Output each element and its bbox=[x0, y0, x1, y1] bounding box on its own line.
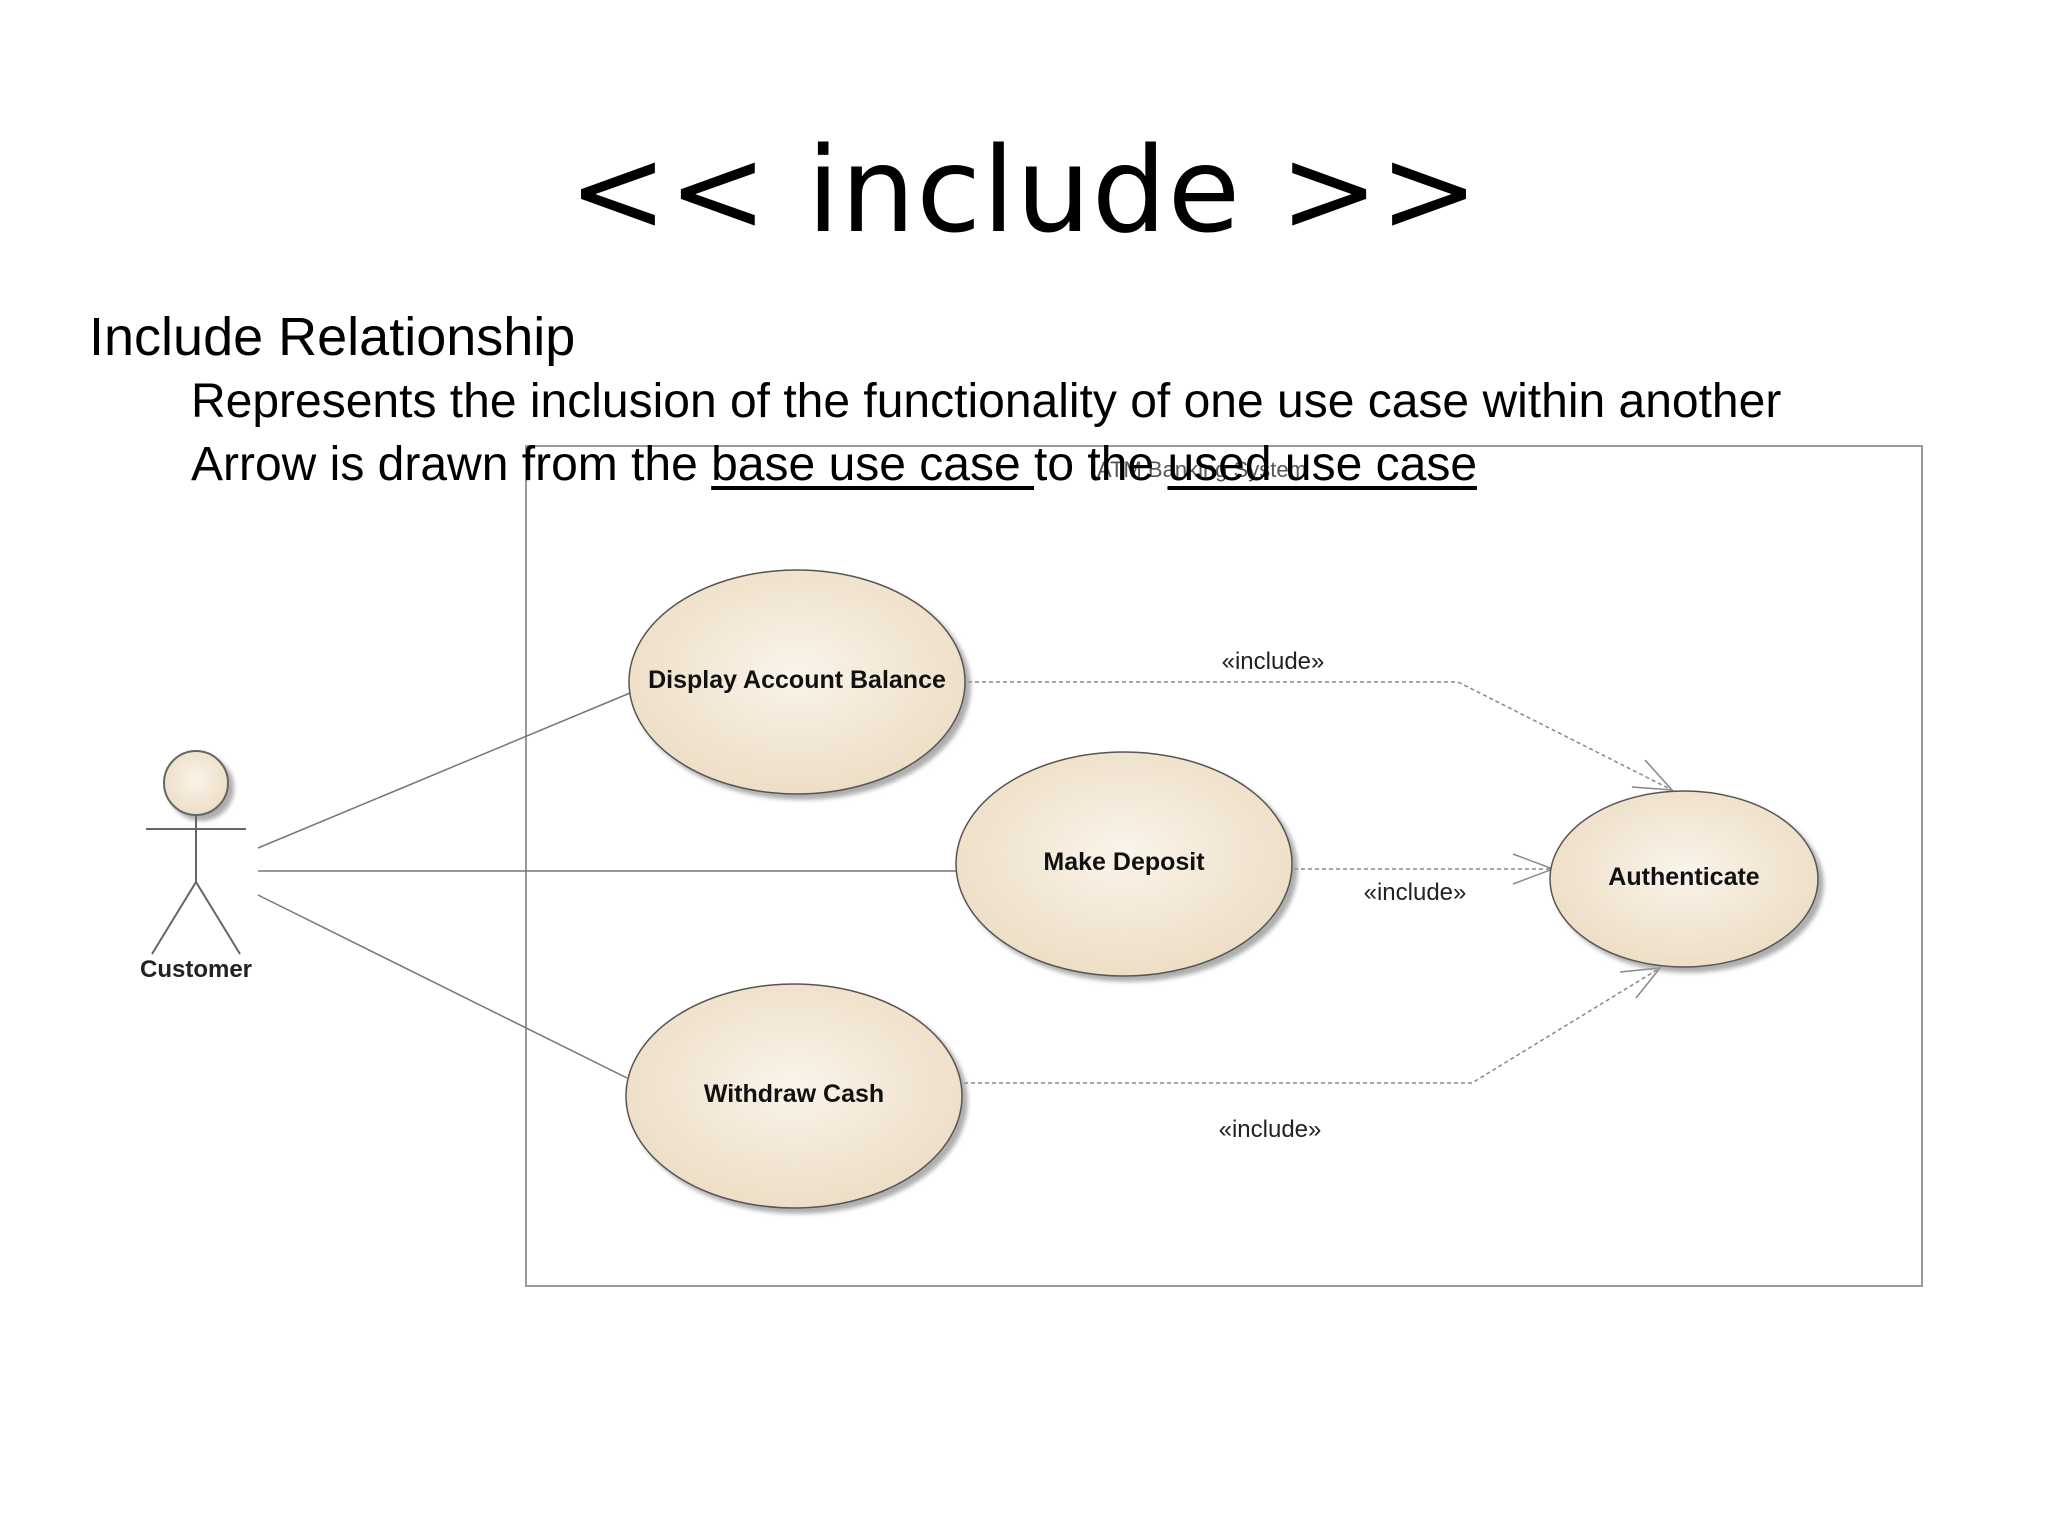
include-arrowhead-display bbox=[1631, 759, 1674, 791]
bullet-text: Arrow is drawn from the bbox=[191, 438, 712, 491]
use-case-make-deposit[interactable]: Make Deposit bbox=[955, 751, 1293, 977]
include-label-display: «include» bbox=[1222, 648, 1325, 675]
actor-customer[interactable] bbox=[146, 750, 246, 955]
use-case-label: Authenticate bbox=[1608, 863, 1760, 891]
bullet-arrow-direction: Arrow is drawn from the base use case to… bbox=[191, 437, 1477, 493]
include-label-deposit: «include» bbox=[1364, 879, 1467, 906]
section-heading: Include Relationship bbox=[89, 307, 576, 367]
bullet-definition: Represents the inclusion of the function… bbox=[191, 375, 1782, 428]
system-boundary-label: ATM Banking System bbox=[1097, 457, 1307, 482]
slide-title: << include >> bbox=[568, 121, 1480, 259]
include-label-withdraw: «include» bbox=[1219, 1116, 1322, 1143]
system-boundary bbox=[525, 445, 1923, 1287]
include-arrow-withdraw bbox=[964, 967, 1661, 1084]
association-display bbox=[257, 692, 631, 849]
used-use-case-term: used use case bbox=[1167, 438, 1478, 491]
use-case-display-account-balance[interactable]: Display Account Balance bbox=[628, 569, 966, 795]
bullet-text: to the bbox=[1034, 438, 1168, 491]
use-case-authenticate[interactable]: Authenticate bbox=[1549, 790, 1819, 968]
base-use-case-term: base use case bbox=[711, 438, 1035, 491]
use-case-label: Make Deposit bbox=[1043, 848, 1205, 876]
use-case-label: Display Account Balance bbox=[648, 666, 946, 694]
actor-head-icon bbox=[163, 750, 229, 816]
association-withdraw bbox=[257, 894, 628, 1079]
include-arrow-display bbox=[968, 681, 1673, 791]
use-case-label: Withdraw Cash bbox=[704, 1080, 884, 1108]
use-case-withdraw-cash[interactable]: Withdraw Cash bbox=[625, 983, 963, 1209]
actor-label: Customer bbox=[140, 956, 252, 983]
include-arrowhead-withdraw bbox=[1619, 967, 1662, 999]
